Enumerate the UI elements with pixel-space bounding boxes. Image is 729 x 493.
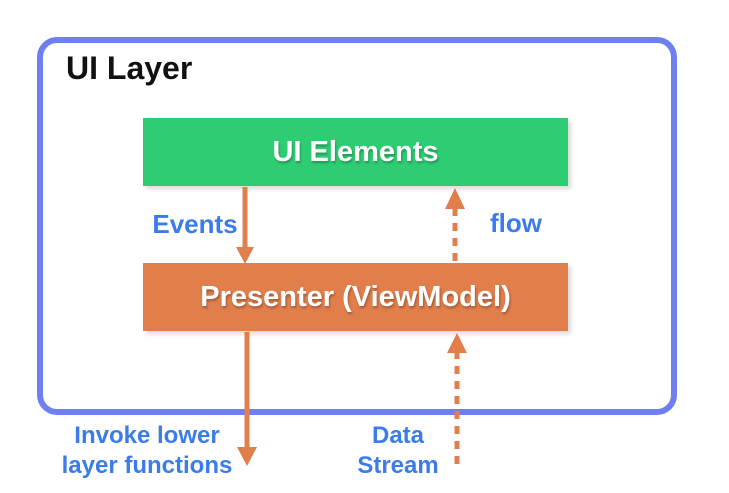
ui-elements-label: UI Elements xyxy=(272,135,439,168)
ui-layer-container xyxy=(37,37,677,415)
ui-elements-box: UI Elements xyxy=(143,118,568,186)
flow-label: flow xyxy=(490,208,542,238)
events-label: Events xyxy=(152,209,238,239)
presenter-label: Presenter (ViewModel) xyxy=(200,280,511,313)
data-stream-label: Data Stream xyxy=(357,422,439,479)
presenter-box: Presenter (ViewModel) xyxy=(143,263,568,331)
ui-layer-title: UI Layer xyxy=(66,50,193,86)
invoke-label: Invoke lower layer functions xyxy=(61,422,233,479)
